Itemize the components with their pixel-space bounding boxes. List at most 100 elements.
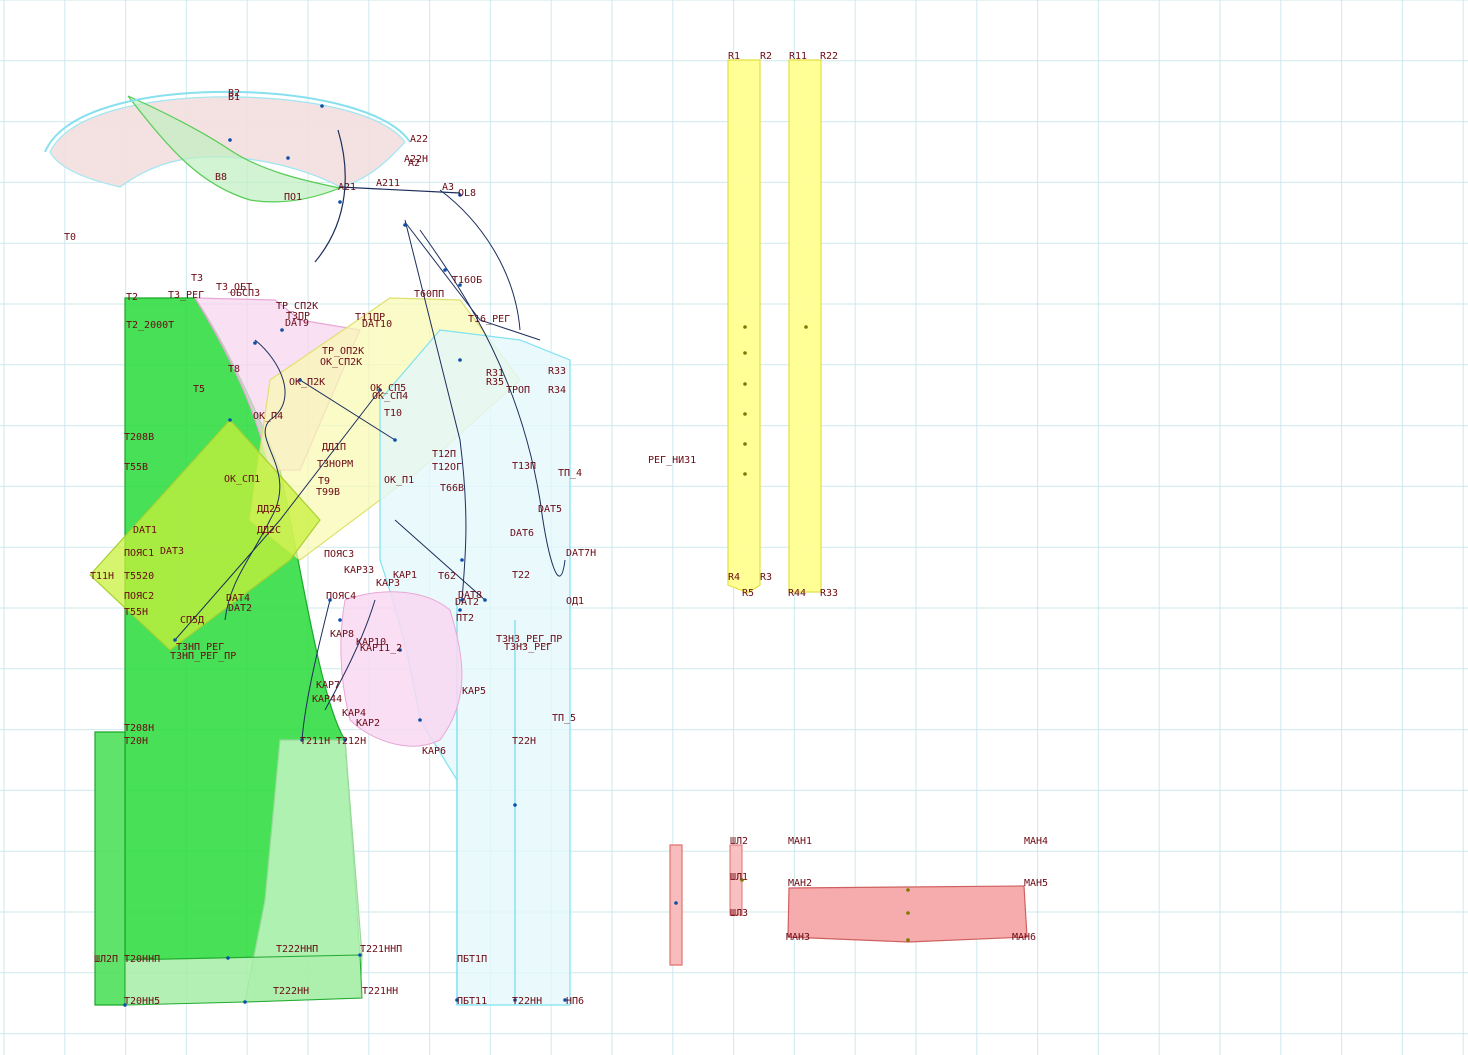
point-label: T3HП_РЕГ — [176, 642, 224, 653]
vertex-point[interactable] — [298, 378, 302, 382]
point-label: ПОЯС1 — [124, 548, 154, 559]
vertex-point[interactable] — [378, 388, 382, 392]
vertex-point[interactable] — [804, 325, 808, 329]
vertex-point[interactable] — [458, 608, 462, 612]
point-label: MAH3 — [786, 932, 810, 943]
hem-piece[interactable] — [124, 954, 363, 1006]
point-label: T66B — [440, 483, 464, 494]
vertex-point[interactable] — [743, 351, 747, 355]
vertex-point[interactable] — [743, 472, 747, 476]
point-label: DAT5 — [538, 504, 562, 515]
point-label: MAH4 — [1024, 836, 1048, 847]
vertex-point[interactable] — [906, 888, 910, 892]
point-label: KAP5 — [462, 686, 486, 697]
point-label: T208B — [124, 432, 154, 443]
vertex-point[interactable] — [228, 138, 232, 142]
point-label: T222HHП — [276, 944, 318, 955]
vertex-point[interactable] — [674, 901, 678, 905]
vertex-point[interactable] — [743, 442, 747, 446]
vertex-point[interactable] — [228, 418, 232, 422]
point-label: T22HH — [512, 996, 542, 1007]
seam-curve-1 — [314, 129, 346, 263]
point-label: T3HП_РЕГ_ПР — [170, 651, 236, 662]
vertex-point[interactable] — [460, 558, 464, 562]
point-label: R3 — [760, 572, 772, 583]
vertex-point[interactable] — [458, 193, 462, 197]
vertex-point[interactable] — [226, 956, 230, 960]
vertex-point[interactable] — [563, 998, 567, 1002]
point-label: DAT3 — [160, 546, 184, 557]
vertex-point[interactable] — [286, 156, 290, 160]
vertex-point[interactable] — [743, 325, 747, 329]
vertex-point[interactable] — [906, 938, 910, 942]
vertex-point[interactable] — [280, 328, 284, 332]
vertex-point[interactable] — [483, 598, 487, 602]
vertex-point[interactable] — [253, 341, 257, 345]
vertex-point[interactable] — [403, 223, 407, 227]
vertex-point[interactable] — [458, 358, 462, 362]
point-label: A22 — [410, 134, 428, 145]
point-label: HП6 — [566, 996, 584, 1007]
point-label: ОK_П2K — [289, 377, 325, 388]
point-label: T3H3_РЕГ_ПР — [496, 634, 562, 645]
point-label: T3_РЕГ — [168, 290, 204, 301]
vertex-point[interactable] — [443, 268, 447, 272]
point-label: ОK_СП1 — [224, 474, 260, 485]
point-label: ОД1 — [566, 596, 584, 607]
vertex-point[interactable] — [455, 998, 459, 1002]
point-label: T12ОГ — [432, 462, 462, 473]
point-label: R2 — [760, 51, 772, 62]
vertex-point[interactable] — [743, 382, 747, 386]
point-label: A22H — [404, 154, 428, 165]
point-label: T3НОРМ — [317, 459, 353, 470]
point-label: T2_2000T — [126, 320, 174, 331]
point-label: DAT7H — [566, 548, 596, 559]
point-label: T5 — [193, 384, 205, 395]
point-label: ОK_П1 — [384, 475, 414, 486]
vertex-point[interactable] — [123, 1003, 127, 1007]
point-label: ШЛ1 — [730, 872, 748, 883]
vertex-point[interactable] — [243, 1000, 247, 1004]
vertex-point[interactable] — [458, 283, 462, 287]
point-label: T20H — [124, 736, 148, 747]
point-label: T221HHП — [360, 944, 402, 955]
vertex-point[interactable] — [338, 200, 342, 204]
point-label: R4 — [728, 572, 740, 583]
lime-patch-piece[interactable] — [89, 419, 321, 651]
vertex-point[interactable] — [513, 803, 517, 807]
vertex-point[interactable] — [460, 598, 464, 602]
point-label: DAT8 — [458, 590, 482, 601]
vertex-point[interactable] — [418, 718, 422, 722]
point-label: T11ПР — [355, 312, 385, 323]
point-label: DAT2 — [228, 603, 252, 614]
vertex-point[interactable] — [320, 104, 324, 108]
collar-inner-piece[interactable] — [127, 95, 343, 203]
vertex-point[interactable] — [358, 953, 362, 957]
point-label: T211H — [300, 736, 330, 747]
sleeve-cap-piece[interactable] — [340, 591, 463, 747]
point-label: T20HHП — [124, 954, 160, 965]
vertex-point[interactable] — [740, 878, 744, 882]
vertex-point[interactable] — [338, 618, 342, 622]
point-label: KAP33 — [344, 565, 374, 576]
point-label: T11H — [90, 571, 114, 582]
vertex-point[interactable] — [398, 648, 402, 652]
point-label: ПБТ1П — [457, 954, 487, 965]
vertex-point[interactable] — [513, 998, 517, 1002]
vertex-point[interactable] — [173, 638, 177, 642]
point-label: TП_4 — [558, 468, 582, 479]
point-label: R33 — [820, 588, 838, 599]
vertex-point[interactable] — [343, 738, 347, 742]
collar-piece[interactable] — [49, 96, 406, 188]
point-label: KAP7 — [316, 680, 340, 691]
point-label: TР_СП2K — [276, 301, 318, 312]
red-strip-small[interactable] — [669, 844, 683, 966]
red-strip-tiny[interactable] — [729, 844, 743, 916]
vertex-point[interactable] — [328, 598, 332, 602]
vertex-point[interactable] — [743, 412, 747, 416]
vertex-point[interactable] — [300, 738, 304, 742]
vertex-point[interactable] — [393, 438, 397, 442]
point-label: R1 — [728, 51, 740, 62]
vertex-point[interactable] — [906, 911, 910, 915]
